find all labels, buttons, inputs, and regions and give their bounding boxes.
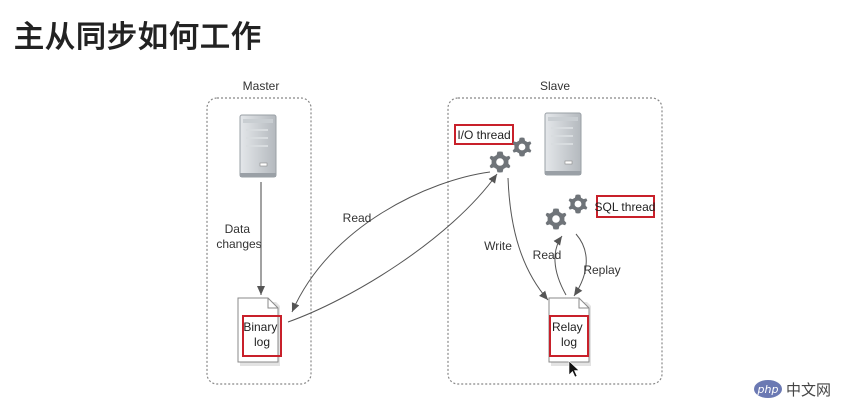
sql-thread-highlight: [596, 195, 655, 218]
data-changes-line-1: Data: [225, 222, 251, 236]
relay-log-highlight: [549, 315, 589, 357]
master-label: Master: [243, 79, 280, 93]
data-changes-line-2: changes: [216, 237, 261, 251]
write-label: Write: [484, 239, 512, 253]
php-badge: [754, 380, 782, 398]
data-changes-label: Data changes: [216, 222, 261, 251]
relay-log-label: Relay log: [552, 320, 586, 349]
binary-log-highlight: [242, 315, 282, 357]
binary-log-label: Binary log: [243, 320, 280, 349]
io-thread-highlight: [454, 124, 514, 145]
gear-icon: [489, 151, 511, 173]
server-icon: [239, 114, 277, 178]
read-arrow-to-io-thread: [287, 173, 498, 323]
replay-label: Replay: [583, 263, 620, 277]
read-label-slave: Read: [533, 248, 562, 262]
write-arrow: [507, 177, 549, 301]
read-arrow-relay-to-sql: [553, 235, 567, 296]
relay-log-line-2: log: [561, 335, 577, 349]
page-title: 主从同步如何工作: [14, 20, 262, 55]
binary-log-line-2: log: [254, 335, 270, 349]
io-thread-label: I/O thread: [457, 128, 510, 142]
relay-log-line-1: Relay: [552, 320, 583, 334]
slave-box: [447, 97, 663, 385]
server-icon: [544, 112, 582, 176]
gear-icon: [545, 208, 567, 230]
gear-icon: [568, 194, 588, 214]
replay-arrow: [573, 233, 587, 297]
binary-log-line-1: Binary: [243, 320, 277, 334]
php-badge-text: php: [757, 383, 779, 396]
watermark-text: 中文网: [786, 381, 831, 399]
mouse-cursor-icon: [568, 360, 580, 378]
document-icon: [237, 297, 280, 366]
sql-thread-label: SQL thread: [595, 200, 656, 214]
slave-label: Slave: [540, 79, 570, 93]
read-label-master: Read: [343, 211, 372, 225]
read-arrow-to-binlog: [291, 171, 491, 313]
gear-icon: [512, 137, 532, 157]
watermark-logo: php 中文网: [754, 380, 831, 399]
master-box: [206, 97, 312, 385]
